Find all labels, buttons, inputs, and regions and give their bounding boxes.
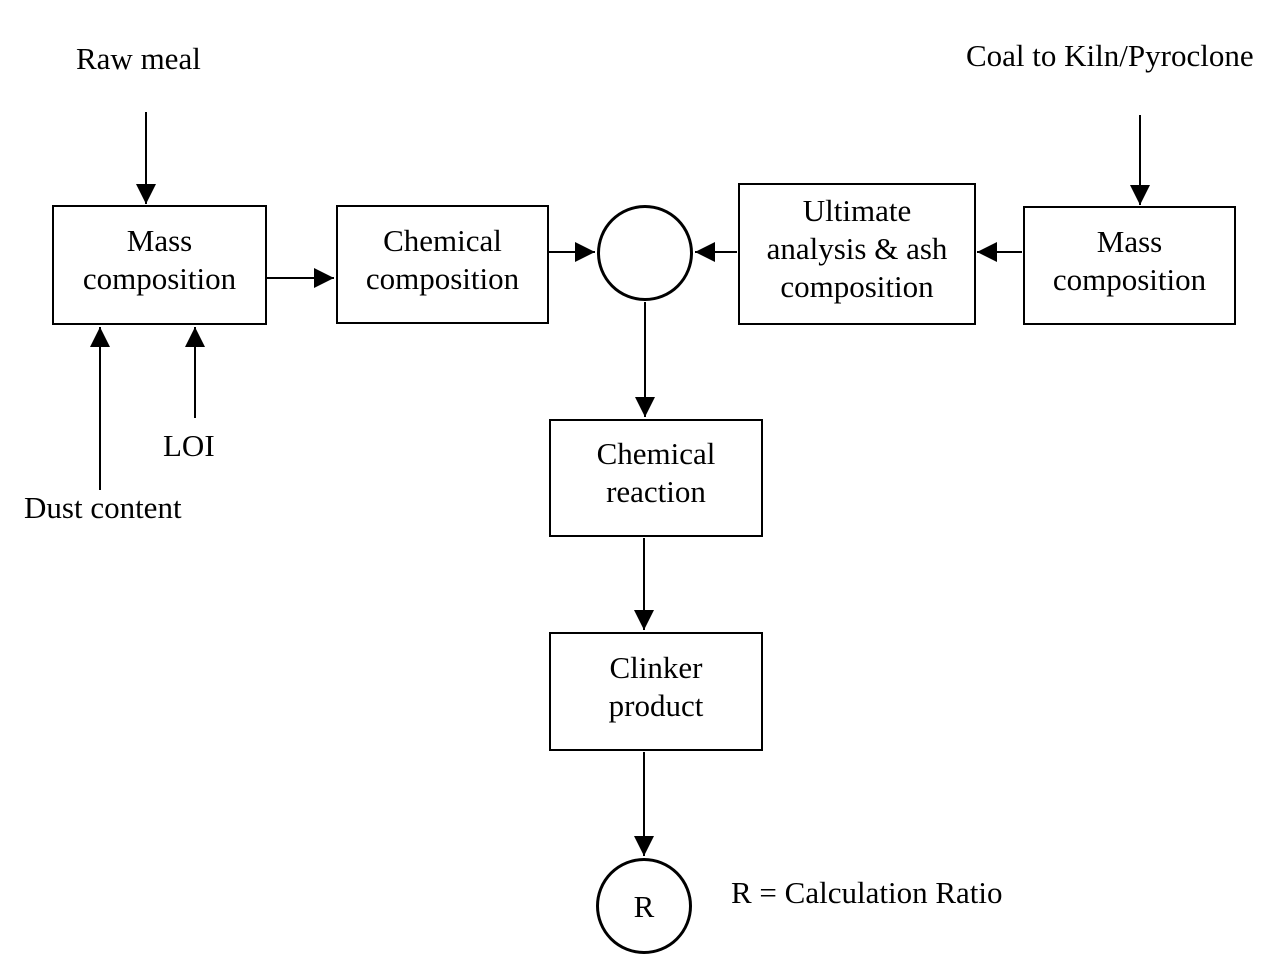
mix-junction-circle bbox=[597, 205, 693, 301]
node-chemical-reaction-label: Chemical reaction bbox=[596, 436, 716, 509]
node-clinker-product: Clinker product bbox=[549, 632, 763, 751]
node-ultimate-analysis-label: Ultimate analysis & ash composition bbox=[766, 193, 948, 304]
ratio-node-label: R bbox=[633, 888, 655, 924]
ratio-node-circle: R bbox=[596, 858, 692, 954]
loi-label: LOI bbox=[163, 428, 215, 463]
node-chemical-reaction: Chemical reaction bbox=[549, 419, 763, 537]
node-chemical-composition: Chemical composition bbox=[336, 205, 549, 324]
dust-content-label: Dust content bbox=[24, 490, 182, 525]
coal-to-kiln-label: Coal to Kiln/Pyroclone bbox=[966, 38, 1254, 73]
node-mass-composition-left: Mass composition bbox=[52, 205, 267, 325]
raw-meal-label: Raw meal bbox=[76, 41, 201, 76]
node-mass-composition-left-label: Mass composition bbox=[82, 223, 237, 296]
node-clinker-product-label: Clinker product bbox=[608, 649, 704, 723]
node-mass-composition-right-label: Mass composition bbox=[1052, 223, 1207, 297]
ratio-definition-label: R = Calculation Ratio bbox=[731, 875, 1003, 910]
node-ultimate-analysis: Ultimate analysis & ash composition bbox=[738, 183, 976, 325]
node-chemical-composition-label: Chemical composition bbox=[365, 222, 520, 296]
node-mass-composition-right: Mass composition bbox=[1023, 206, 1236, 325]
